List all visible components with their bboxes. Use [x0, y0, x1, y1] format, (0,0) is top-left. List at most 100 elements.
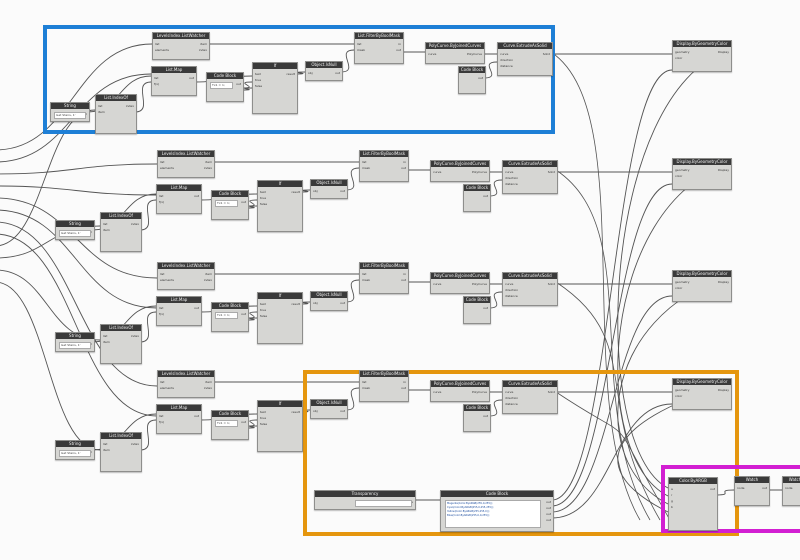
- output-port[interactable]: out: [236, 82, 241, 86]
- input-port[interactable]: node: [785, 486, 793, 490]
- output-port[interactable]: out: [401, 278, 406, 282]
- code-field[interactable]: Tx1 = 1;: [210, 82, 233, 89]
- output-port[interactable]: index: [203, 166, 212, 170]
- output-port[interactable]: out: [546, 506, 551, 510]
- output-port[interactable]: out: [762, 486, 767, 490]
- wire[interactable]: [295, 71, 306, 75]
- input-port[interactable]: list: [103, 442, 108, 446]
- output-port[interactable]: index: [130, 222, 139, 226]
- input-port[interactable]: elements: [160, 278, 174, 282]
- output-port[interactable]: Display: [717, 280, 729, 284]
- input-port[interactable]: curve: [433, 170, 442, 174]
- output-port[interactable]: index: [130, 334, 139, 338]
- wire[interactable]: [617, 49, 731, 489]
- wire[interactable]: [0, 270, 101, 341]
- wire[interactable]: [134, 81, 152, 113]
- input-port[interactable]: direction: [500, 58, 514, 62]
- wire[interactable]: [617, 163, 731, 497]
- group-magenta[interactable]: [661, 465, 800, 533]
- input-port[interactable]: elements: [160, 166, 174, 170]
- input-port[interactable]: test: [260, 190, 266, 194]
- input-port[interactable]: test: [260, 302, 266, 306]
- wire[interactable]: [551, 403, 673, 519]
- wire[interactable]: [0, 43, 153, 151]
- wire[interactable]: [555, 391, 671, 521]
- output-port[interactable]: PolyCurve: [467, 52, 482, 56]
- input-port[interactable]: list: [103, 334, 108, 338]
- output-port[interactable]: out: [340, 301, 345, 305]
- wire[interactable]: [0, 209, 158, 309]
- input-port[interactable]: geometry: [675, 280, 690, 284]
- input-port[interactable]: r: [671, 493, 673, 497]
- output-port[interactable]: item: [200, 42, 207, 46]
- output-port[interactable]: out: [483, 414, 488, 418]
- input-port[interactable]: list: [160, 272, 165, 276]
- output-port[interactable]: out: [194, 194, 199, 198]
- input-port[interactable]: list: [362, 160, 367, 164]
- input-port[interactable]: direction: [505, 396, 519, 400]
- output-port[interactable]: out: [241, 200, 246, 204]
- wire[interactable]: [550, 51, 641, 521]
- input-port[interactable]: node: [737, 486, 745, 490]
- output-port[interactable]: Display: [717, 388, 729, 392]
- wire[interactable]: [300, 189, 311, 193]
- input-port[interactable]: list: [159, 414, 164, 418]
- wire[interactable]: [300, 301, 311, 305]
- input-port[interactable]: obj: [313, 409, 318, 413]
- output-port[interactable]: out: [546, 500, 551, 504]
- wire[interactable]: [139, 199, 157, 231]
- output-port[interactable]: out: [710, 487, 715, 491]
- output-port[interactable]: index: [203, 386, 212, 390]
- input-port[interactable]: list: [159, 306, 164, 310]
- input-port[interactable]: true: [260, 308, 267, 312]
- wire[interactable]: [715, 489, 735, 496]
- output-port[interactable]: out: [546, 518, 551, 522]
- output-port[interactable]: out: [401, 386, 406, 390]
- input-port[interactable]: mask: [357, 48, 366, 52]
- output-port[interactable]: Display: [717, 168, 729, 172]
- wire[interactable]: [139, 419, 157, 451]
- group-orange[interactable]: [303, 370, 739, 536]
- input-port[interactable]: test: [255, 72, 261, 76]
- string-value-field[interactable]: Get Stairs, 1': [59, 230, 91, 237]
- output-port[interactable]: out: [483, 306, 488, 310]
- wire[interactable]: [0, 222, 158, 387]
- output-port[interactable]: index: [203, 278, 212, 282]
- wire[interactable]: [0, 163, 158, 175]
- output-port[interactable]: index: [130, 442, 139, 446]
- input-port[interactable]: list: [159, 194, 164, 198]
- input-port[interactable]: mask: [362, 166, 371, 170]
- wire[interactable]: [0, 282, 101, 451]
- string-value-field[interactable]: Get Stairs, 1': [59, 342, 91, 349]
- output-port[interactable]: result: [286, 72, 296, 76]
- input-port[interactable]: b: [671, 505, 673, 509]
- input-port[interactable]: list: [98, 104, 103, 108]
- output-port[interactable]: PolyCurve: [472, 170, 487, 174]
- string-node-row2[interactable]: StringstrGet Stairs, 1': [55, 220, 95, 240]
- output-port[interactable]: item: [205, 272, 212, 276]
- input-port[interactable]: distance: [500, 64, 513, 68]
